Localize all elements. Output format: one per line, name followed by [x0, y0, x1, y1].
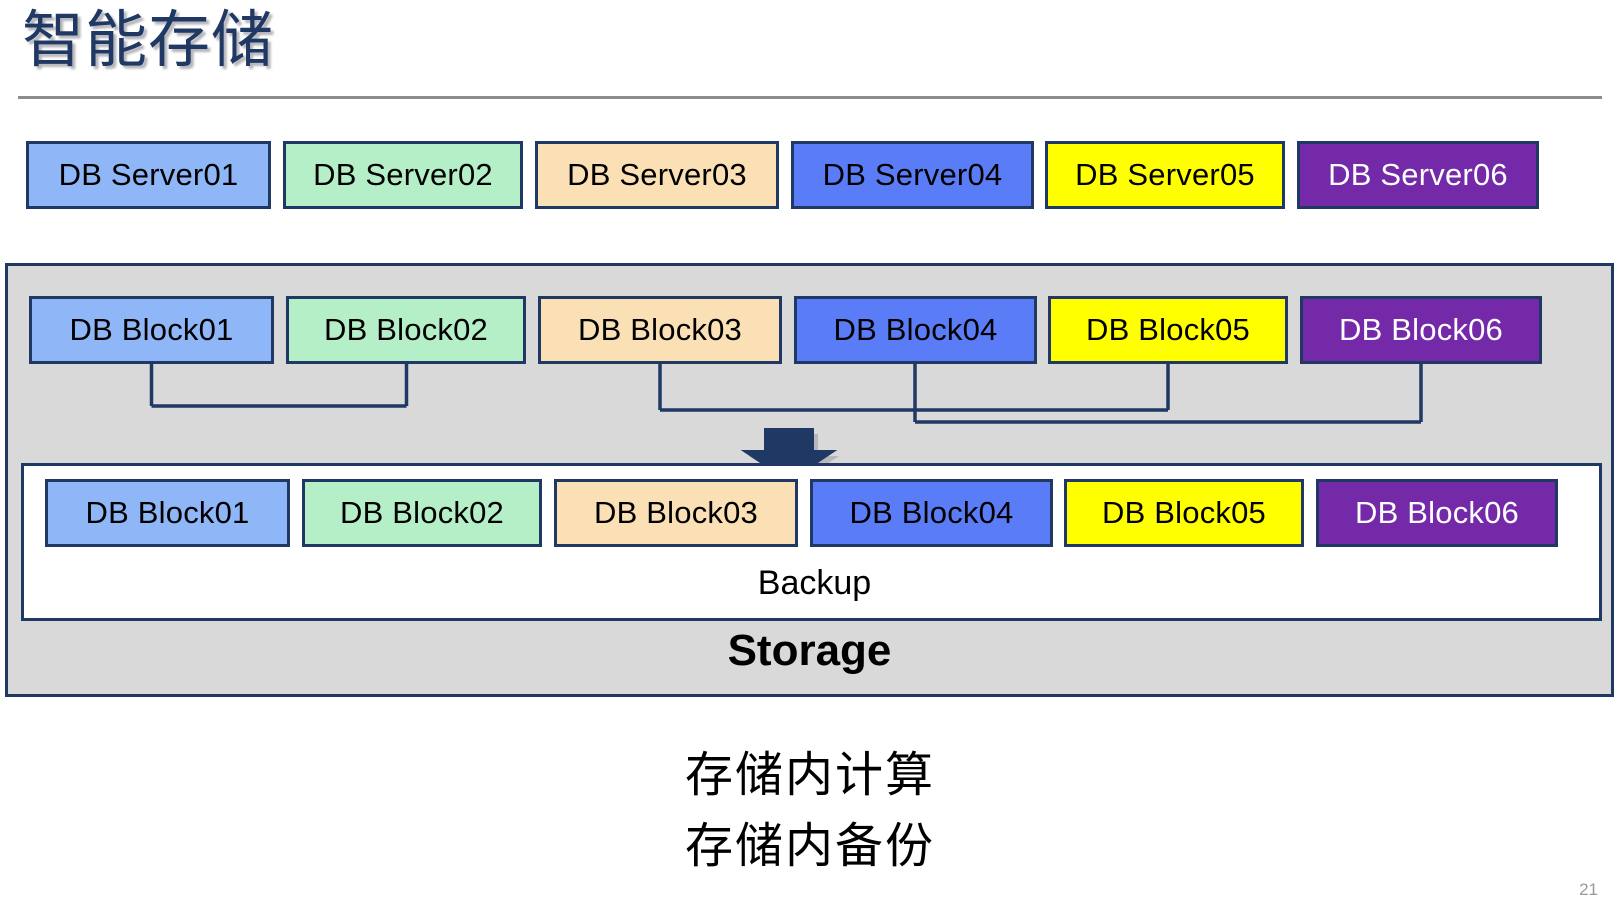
backup-label: Backup	[757, 564, 872, 602]
db-server-box-1[interactable]: DB Server01	[26, 141, 271, 209]
db-block-box-1[interactable]: DB Block01	[29, 296, 274, 364]
db-block-box-6[interactable]: DB Block06	[1300, 296, 1542, 364]
caption-line-1: 存储内计算	[684, 749, 935, 802]
db-backup-block-box-1[interactable]: DB Block01	[45, 479, 290, 547]
db-block-box-5[interactable]: DB Block05	[1048, 296, 1288, 364]
db-server-box-2[interactable]: DB Server02	[283, 141, 523, 209]
storage-label: Storage	[727, 626, 892, 675]
db-server-box-4[interactable]: DB Server04	[791, 141, 1034, 209]
db-backup-block-box-4[interactable]: DB Block04	[810, 479, 1053, 547]
db-server-box-6[interactable]: DB Server06	[1297, 141, 1539, 209]
db-backup-block-box-6[interactable]: DB Block06	[1316, 479, 1558, 547]
db-block-box-2[interactable]: DB Block02	[286, 296, 526, 364]
db-server-box-3[interactable]: DB Server03	[535, 141, 779, 209]
db-backup-block-box-2[interactable]: DB Block02	[302, 479, 542, 547]
page-title: 智能存储	[22, 6, 275, 75]
caption-line-2: 存储内备份	[684, 820, 935, 873]
page-number: 21	[1579, 880, 1598, 899]
db-block-box-3[interactable]: DB Block03	[538, 296, 782, 364]
db-backup-block-box-5[interactable]: DB Block05	[1064, 479, 1304, 547]
db-block-box-4[interactable]: DB Block04	[794, 296, 1037, 364]
db-server-box-5[interactable]: DB Server05	[1045, 141, 1285, 209]
title-divider	[18, 96, 1602, 99]
db-backup-block-box-3[interactable]: DB Block03	[554, 479, 798, 547]
